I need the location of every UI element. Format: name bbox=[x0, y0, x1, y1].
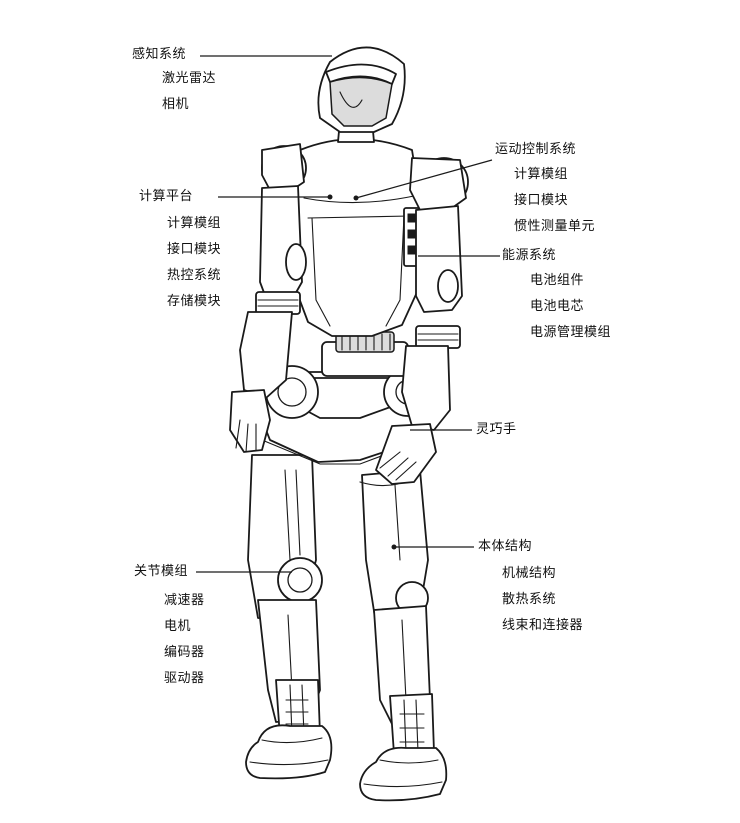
perception-title: 感知系统 bbox=[132, 47, 187, 62]
left-leg bbox=[247, 454, 323, 739]
joint-module-item: 编码器 bbox=[164, 645, 205, 660]
motion-control-item: 计算模组 bbox=[514, 167, 569, 182]
dexterous-hand-title: 灵巧手 bbox=[476, 422, 517, 437]
compute-title: 计算平台 bbox=[139, 189, 194, 204]
motion-control-title: 运动控制系统 bbox=[495, 142, 577, 157]
compute-item: 热控系统 bbox=[167, 268, 222, 283]
body-structure-item: 线束和连接器 bbox=[502, 618, 584, 633]
joint-module-item: 电机 bbox=[164, 619, 192, 634]
motion-control-item: 惯性测量单元 bbox=[514, 219, 596, 234]
energy-item: 电池组件 bbox=[530, 273, 585, 288]
motion-control-item: 接口模块 bbox=[514, 193, 569, 208]
joint-module-item: 减速器 bbox=[164, 593, 205, 608]
body-structure-title: 本体结构 bbox=[478, 539, 533, 554]
torso bbox=[293, 138, 421, 337]
left-arm bbox=[229, 143, 307, 453]
compute-items: 计算模组 接口模块 热控系统 存储模块 bbox=[167, 211, 221, 315]
body-structure-items: 机械结构 散热系统 线束和连接器 bbox=[502, 561, 583, 639]
compute-item: 存储模块 bbox=[167, 294, 222, 309]
leader-dot-body bbox=[391, 544, 397, 550]
perception-items: 激光雷达 相机 bbox=[162, 66, 216, 118]
body-structure-item: 散热系统 bbox=[502, 592, 557, 607]
leader-dot-motion bbox=[353, 195, 359, 201]
compute-item: 接口模块 bbox=[167, 242, 222, 257]
right-shoe bbox=[359, 746, 448, 802]
right-leg bbox=[361, 469, 435, 755]
perception-item: 激光雷达 bbox=[162, 71, 217, 86]
energy-item: 电源管理模组 bbox=[530, 325, 612, 340]
head bbox=[317, 46, 406, 143]
energy-items: 电池组件 电池电芯 电源管理模组 bbox=[530, 268, 611, 346]
waist bbox=[321, 331, 409, 377]
leader-motion bbox=[355, 159, 493, 199]
compute-item: 计算模组 bbox=[167, 216, 222, 231]
motion-control-items: 计算模组 接口模块 惯性测量单元 bbox=[514, 162, 595, 240]
joint-module-item: 驱动器 bbox=[164, 671, 205, 686]
body-structure-item: 机械结构 bbox=[502, 566, 557, 581]
energy-item: 电池电芯 bbox=[530, 299, 585, 314]
leader-lines bbox=[196, 55, 500, 573]
energy-title: 能源系统 bbox=[502, 248, 557, 263]
perception-item: 相机 bbox=[162, 97, 190, 112]
joint-module-title: 关节模组 bbox=[134, 564, 189, 579]
leader-dot-compute bbox=[327, 194, 333, 200]
left-shoe bbox=[245, 724, 333, 780]
joint-module-items: 减速器 电机 编码器 驱动器 bbox=[164, 588, 205, 692]
